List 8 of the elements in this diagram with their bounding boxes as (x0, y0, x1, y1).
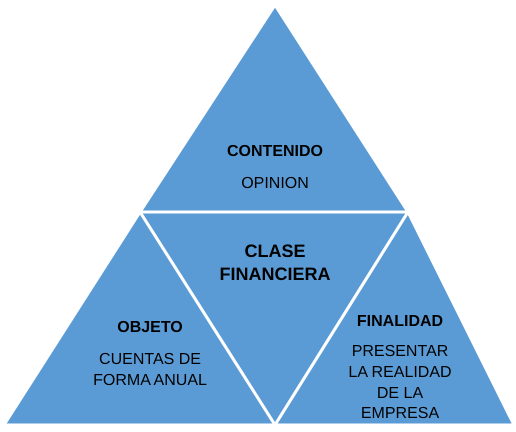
heading-text: CONTENIDO (226, 142, 324, 162)
heading-text: FINALIDAD (356, 312, 444, 332)
body-text: PRESENTAR LA REALIDAD DE LA EMPRESA (347, 342, 453, 424)
heading-text: OBJETO (116, 318, 184, 338)
triangle (140, 5, 408, 212)
body-text: OPINION (240, 174, 310, 194)
body-text: CUENTAS DE FORMA ANUAL (92, 350, 208, 391)
heading-text: CLASE FINANCIERA (218, 240, 332, 286)
